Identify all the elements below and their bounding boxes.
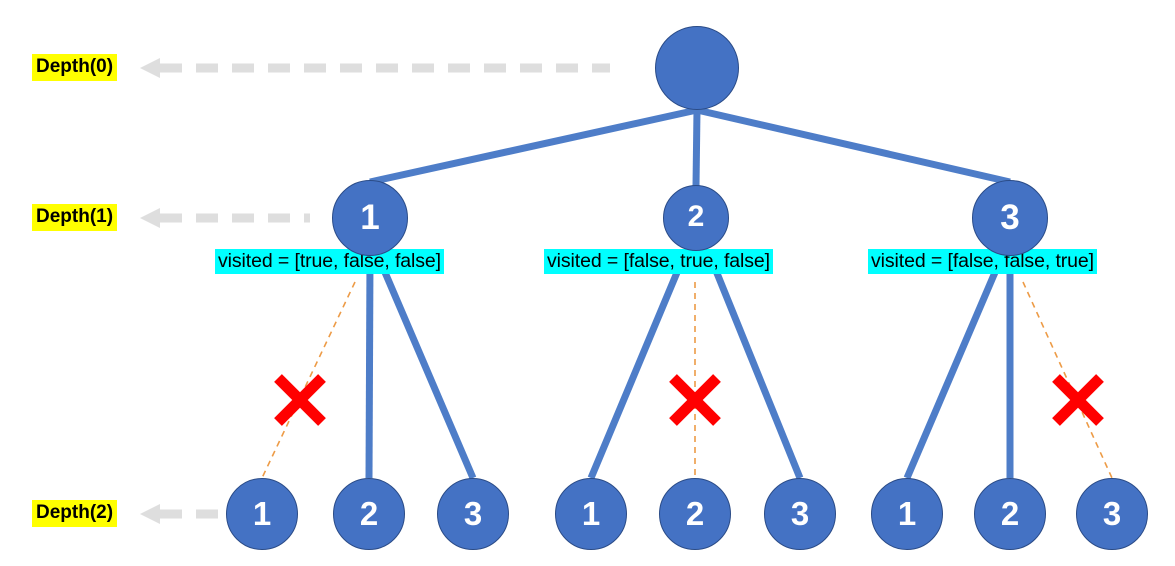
depth-label-0: Depth(0) [32,54,118,81]
node-label: 3 [1102,494,1122,532]
node-label: 3 [463,494,483,532]
tree-node-depth2-7[interactable]: 2 [974,478,1046,550]
depth-arrow-1 [140,208,310,228]
depth-label-2: Depth(2) [32,500,118,527]
tree-node-depth1-2[interactable]: 2 [663,185,729,251]
node-label: 1 [581,494,601,532]
visited-label-2: visited = [false, false, true] [868,249,1097,275]
tree-node-depth2-0[interactable]: 1 [226,478,298,550]
visited-label-0: visited = [true, false, false] [215,249,444,275]
visited-label-1: visited = [false, true, false] [544,249,773,275]
blocked-x-icon-1 [669,374,721,426]
tree-node-depth2-5[interactable]: 3 [764,478,836,550]
node-label: 1 [897,494,917,532]
depth-label-1: Depth(1) [32,204,118,231]
tree-edge-solid [696,106,1011,186]
node-label: 1 [360,197,380,237]
blocked-x-icon-2 [1052,374,1104,426]
tree-node-root[interactable] [655,26,739,110]
tree-edge-solid [365,255,374,479]
tree-node-depth1-1[interactable]: 1 [332,180,408,256]
depth-arrow-0 [140,58,610,78]
tree-node-depth1-3[interactable]: 3 [972,180,1048,256]
tree-node-depth2-4[interactable]: 2 [659,478,731,550]
tree-edge-solid [692,109,701,187]
node-label: 2 [359,494,379,532]
depth-arrow-2 [140,504,220,524]
tree-node-depth2-2[interactable]: 3 [437,478,509,550]
tree-edge-solid [587,249,690,480]
node-label: 3 [1000,197,1020,237]
tree-node-depth2-3[interactable]: 1 [555,478,627,550]
node-label: 3 [790,494,810,532]
tree-edge-solid [903,254,1006,480]
tree-node-depth2-6[interactable]: 1 [871,478,943,550]
node-label: 1 [252,494,272,532]
tree-edge-solid [374,254,477,480]
tree-edge-solid [704,249,804,480]
tree-node-depth2-8[interactable]: 3 [1076,478,1148,550]
tree-edge-solid [369,106,698,186]
node-label: 2 [1000,494,1020,532]
tree-node-depth2-1[interactable]: 2 [333,478,405,550]
blocked-x-icon-0 [274,374,326,426]
node-label: 2 [687,200,705,233]
node-label: 2 [685,494,705,532]
